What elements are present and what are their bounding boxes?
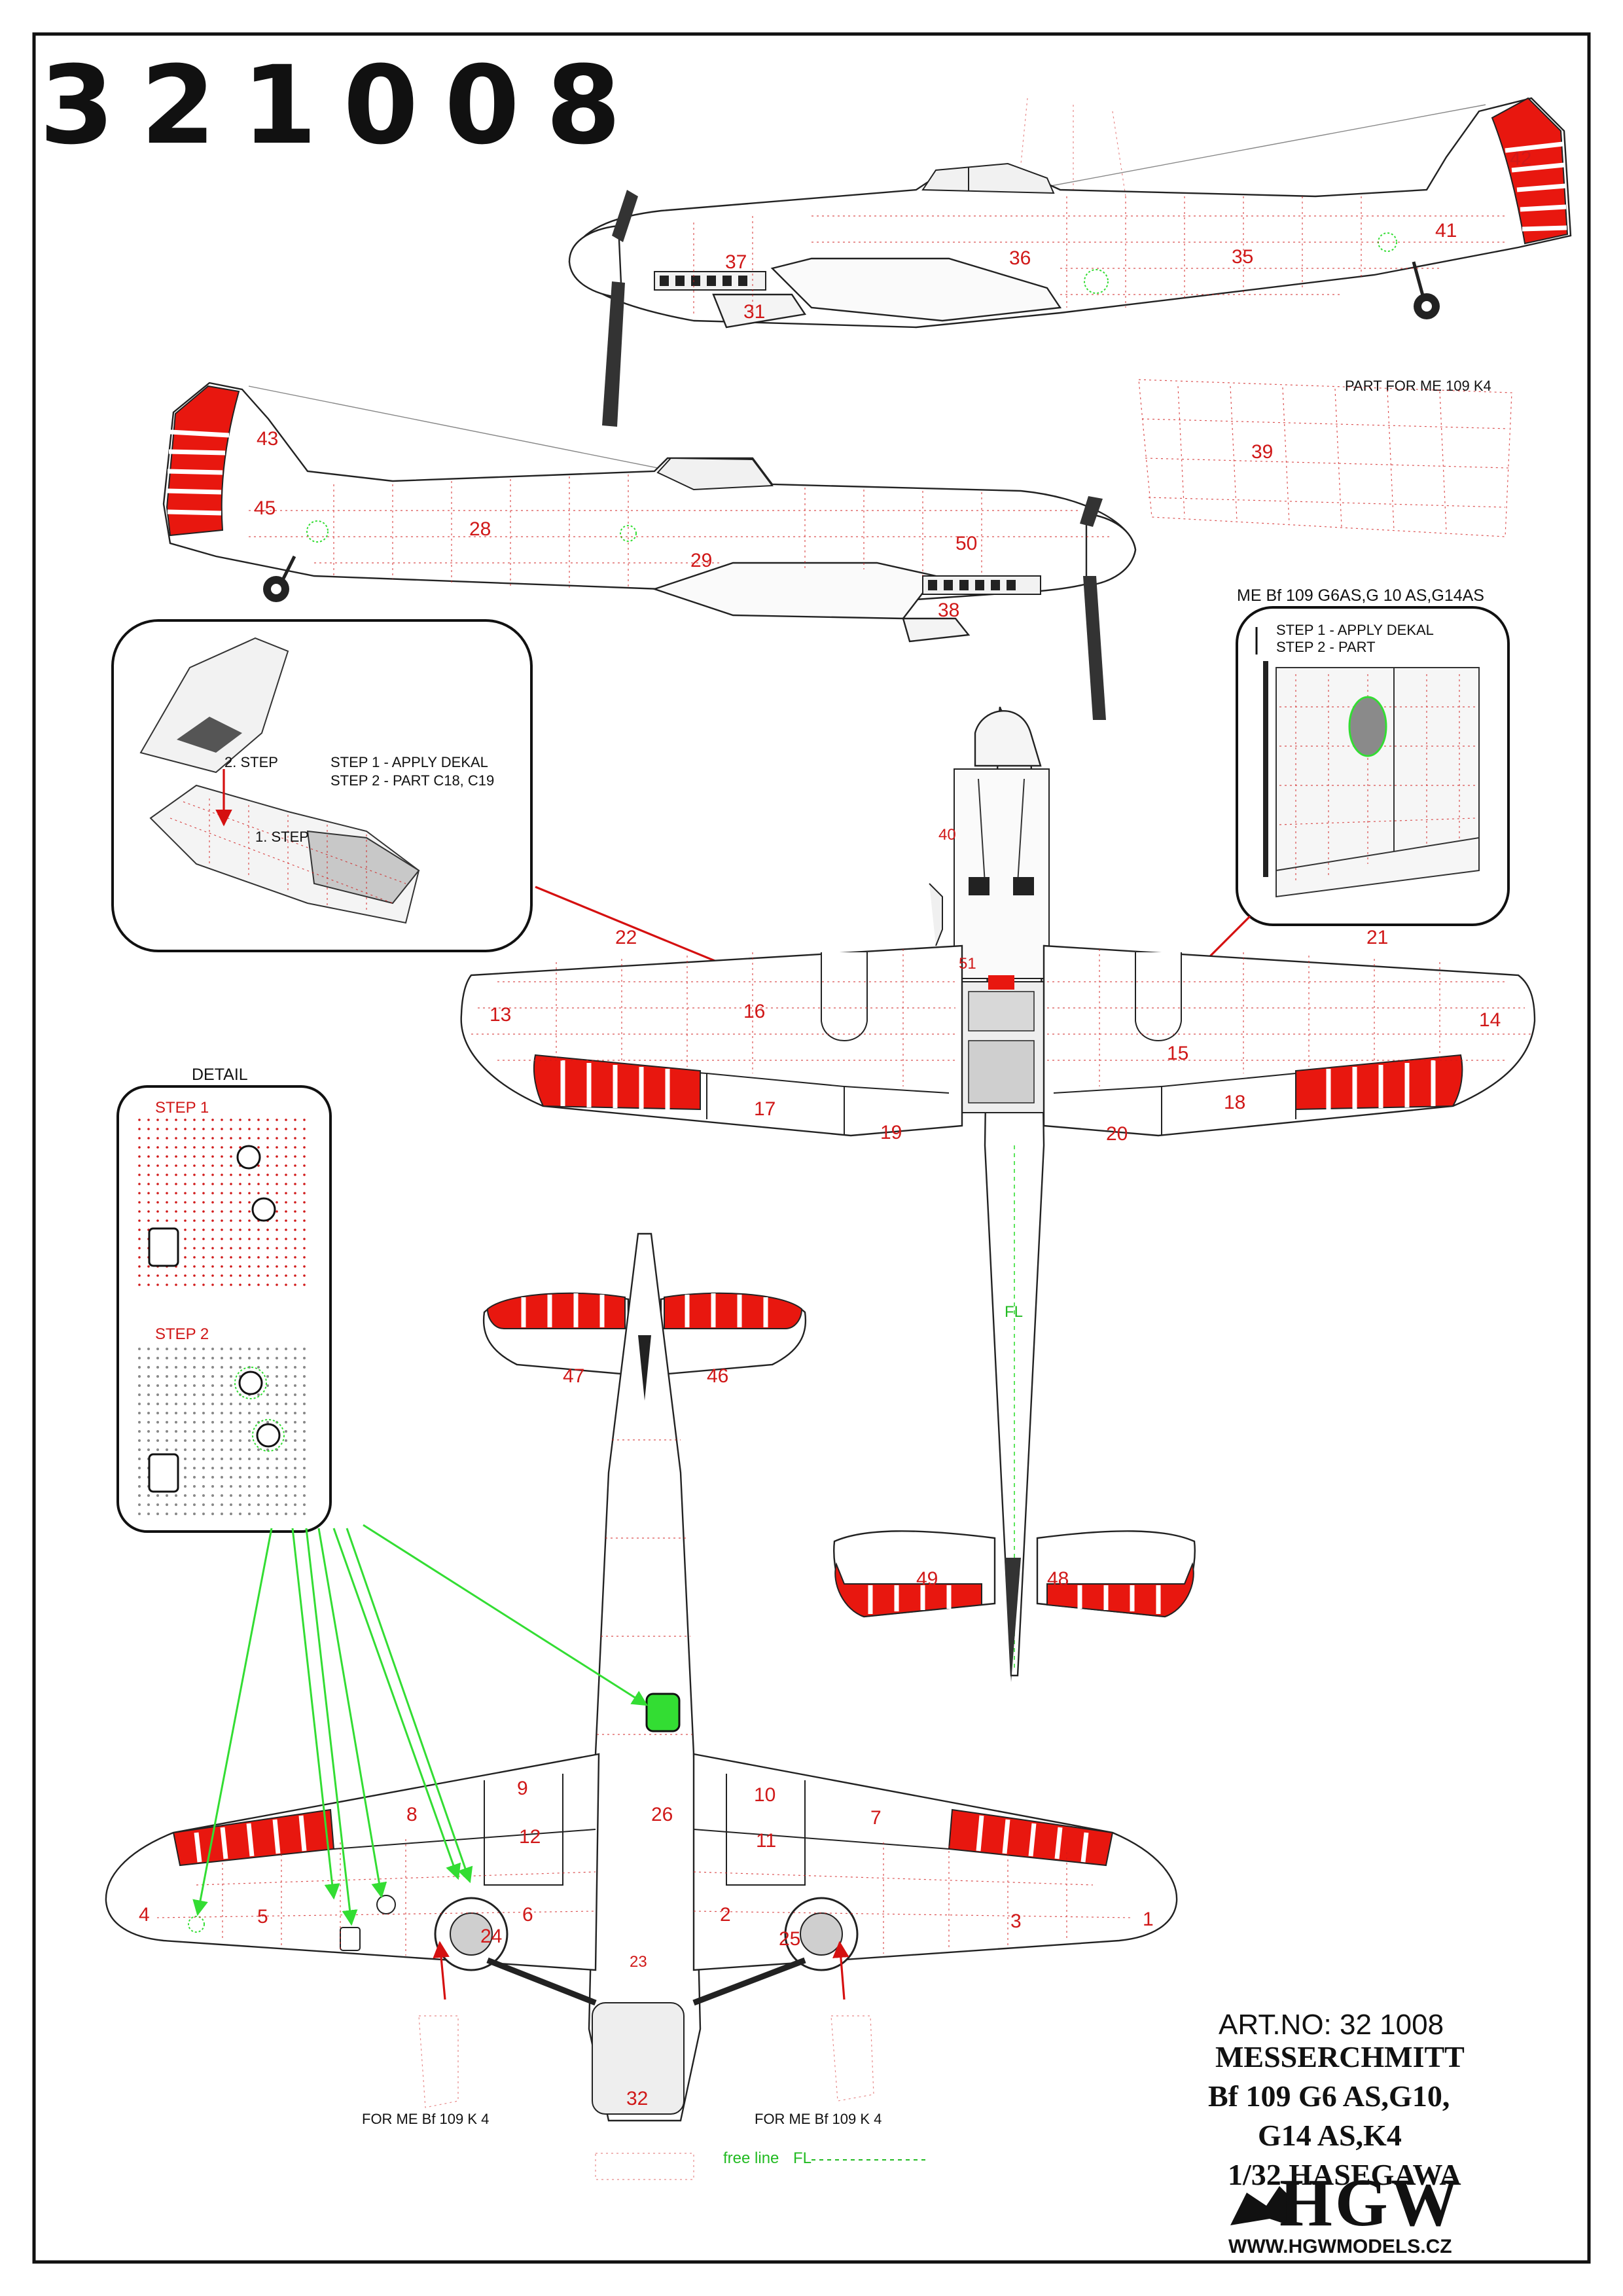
decal-label-42: 42 <box>1510 148 1531 170</box>
bottom-view: 47 46 9 10 8 7 26 12 11 4 5 6 2 3 1 24 2… <box>105 1232 1178 2180</box>
brand-logo-text: HGW <box>1279 2165 1461 2240</box>
decal-label-40: 40 <box>938 826 956 844</box>
decal-label-41: 41 <box>1435 220 1457 242</box>
decal-label-4: 4 <box>139 1904 150 1926</box>
step1-label-left: 1. STEP <box>255 829 309 845</box>
decal-label-36: 36 <box>1009 247 1031 269</box>
decal-label-3: 3 <box>1010 1910 1022 1932</box>
side-view-right: 42 41 37 36 35 31 <box>568 97 1572 427</box>
right-step2: STEP 2 - PART <box>1276 639 1376 655</box>
decal-label-13: 13 <box>490 1004 511 1026</box>
decal-label-23: 23 <box>630 1953 647 1971</box>
decal-label-6: 6 <box>522 1904 533 1926</box>
free-line-abbr: FL <box>793 2149 812 2167</box>
step2-label-left: 2. STEP <box>224 754 278 770</box>
right-step1: STEP 1 - APPLY DEKAL <box>1276 622 1434 638</box>
product-line-2: Bf 109 G6 AS,G10, <box>1208 2079 1450 2113</box>
decal-label-47: 47 <box>563 1365 584 1387</box>
k4-note-left: FOR ME Bf 109 K 4 <box>362 2111 489 2127</box>
decal-label-26: 26 <box>651 1804 673 1825</box>
step-instruction-2: STEP 2 - PART C18, C19 <box>330 772 494 789</box>
decal-label-24: 24 <box>480 1926 502 1947</box>
decal-label-32: 32 <box>626 2088 648 2109</box>
detail-step2: STEP 2 <box>155 1325 209 1343</box>
k4-note-right: FOR ME Bf 109 K 4 <box>755 2111 882 2127</box>
right-box-header: ME Bf 109 G6AS,G 10 AS,G14AS <box>1237 586 1484 605</box>
decal-label-50: 50 <box>955 533 977 554</box>
side-view-left: 43 45 28 29 50 38 <box>162 382 1137 720</box>
decal-label-22: 22 <box>615 927 637 948</box>
decal-label-31: 31 <box>743 301 765 323</box>
decal-label-25: 25 <box>779 1928 800 1950</box>
decal-label-2: 2 <box>720 1904 731 1926</box>
product-line-4: 1/32 HASEGAWA <box>1228 2158 1461 2191</box>
decal-label-45: 45 <box>254 497 276 519</box>
brand-url: WWW.HGWMODELS.CZ <box>1228 2236 1452 2257</box>
art-number: ART.NO: 32 1008 <box>1219 2009 1444 2041</box>
fl-label: FL <box>1005 1303 1023 1321</box>
decal-label-49: 49 <box>916 1568 938 1590</box>
decal-label-37: 37 <box>725 251 747 273</box>
step-box-right: STEP 1 - APPLY DEKAL STEP 2 - PART <box>1236 606 1510 926</box>
free-line-note: free line <box>723 2149 779 2167</box>
decal-label-35: 35 <box>1232 246 1253 268</box>
decal-label-46: 46 <box>707 1365 728 1387</box>
decal-label-11: 11 <box>756 1830 776 1852</box>
decal-label-17: 17 <box>754 1098 776 1120</box>
decal-label-28: 28 <box>469 518 491 540</box>
decal-label-8: 8 <box>406 1804 418 1825</box>
decal-label-14: 14 <box>1479 1009 1501 1031</box>
decal-label-38: 38 <box>938 600 959 621</box>
decal-label-39: 39 <box>1251 441 1273 463</box>
top-view: 22 21 13 16 15 14 17 19 20 18 40 51 49 4… <box>460 706 1536 1682</box>
decal-label-12: 12 <box>519 1826 541 1848</box>
product-line-3: G14 AS,K4 <box>1258 2119 1402 2152</box>
decal-label-20: 20 <box>1106 1123 1128 1145</box>
hgw-logo: HGW <box>1230 2165 1461 2240</box>
product-line-1: MESSERCHMITT <box>1215 2040 1465 2073</box>
decal-label-29: 29 <box>690 550 712 571</box>
detail-box: STEP 1 STEP 2 <box>116 1085 332 1533</box>
decal-label-43: 43 <box>257 428 278 450</box>
step-box-left: 2. STEP 1. STEP STEP 1 - APPLY DEKAL STE… <box>111 619 533 952</box>
decal-label-9: 9 <box>517 1778 528 1799</box>
k4-part-note: PART FOR ME 109 K4 <box>1345 378 1491 394</box>
sheet-number: 321008 <box>39 43 647 168</box>
decal-label-16: 16 <box>743 1001 765 1022</box>
decal-label-19: 19 <box>880 1122 902 1143</box>
page-border <box>32 32 1591 2264</box>
step-instruction-1: STEP 1 - APPLY DEKAL <box>330 754 488 770</box>
decal-label-15: 15 <box>1167 1043 1188 1064</box>
decal-label-48: 48 <box>1047 1568 1069 1590</box>
detail-step1: STEP 1 <box>155 1099 209 1117</box>
detail-arrows <box>192 1524 649 1926</box>
decal-label-21: 21 <box>1366 927 1388 948</box>
decal-label-10: 10 <box>754 1784 776 1806</box>
decal-label-7: 7 <box>870 1807 882 1829</box>
detail-title: DETAIL <box>192 1066 248 1084</box>
k4-part-panel <box>1138 379 1512 537</box>
decal-label-5: 5 <box>257 1906 268 1928</box>
decal-label-51: 51 <box>959 955 976 973</box>
decal-label-18: 18 <box>1224 1092 1245 1113</box>
decal-label-1: 1 <box>1143 1909 1154 1930</box>
